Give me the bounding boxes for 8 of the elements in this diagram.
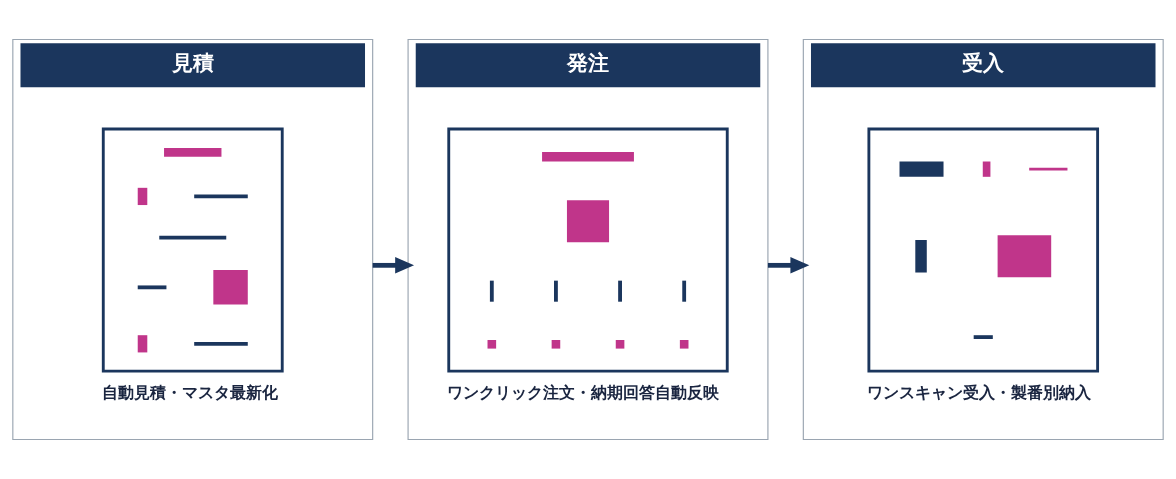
arrow [372, 257, 415, 274]
node-picture [101, 127, 284, 373]
node-label: ワンクリック注文・納期回答自動反映 [447, 382, 720, 402]
node-label: ワンスキャン受入・製番別納入 [867, 382, 1092, 402]
node-picture [867, 127, 1100, 373]
arrow [767, 257, 810, 274]
node-label: 自動見積・マスタ最新化 [101, 382, 278, 402]
node-picture [447, 127, 729, 373]
